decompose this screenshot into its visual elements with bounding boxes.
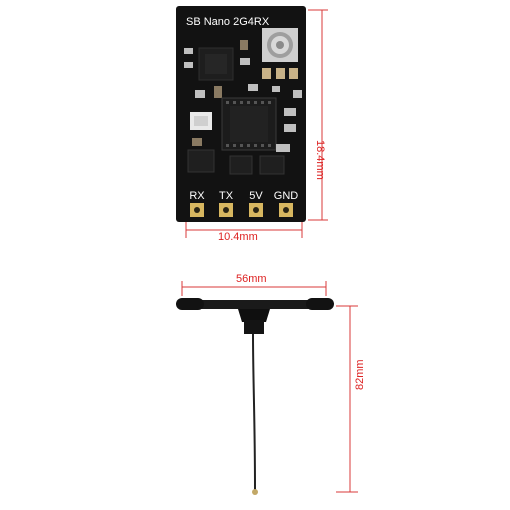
board-title: SB Nano 2G4RX — [186, 16, 270, 28]
dimension-board-width: 10.4mm — [218, 231, 258, 243]
ufl-connector — [262, 28, 298, 62]
pin-label-rx: RX — [189, 190, 205, 202]
board-dimension-lines — [185, 9, 328, 238]
receiver-board: SB Nano 2G4RX — [176, 6, 306, 222]
pin-label-5v: 5V — [249, 190, 263, 202]
dimension-antenna-width: 56mm — [236, 273, 267, 285]
solder-pads — [190, 203, 293, 217]
capacitor — [184, 48, 193, 54]
antenna-dimension-lines — [181, 281, 358, 493]
pin-label-tx: TX — [219, 190, 234, 202]
regulator — [187, 149, 215, 173]
antenna — [176, 298, 334, 495]
dimension-antenna-height: 82mm — [354, 359, 366, 390]
pin-label-gnd: GND — [274, 190, 299, 202]
dimension-board-height: 18.4mm — [314, 140, 326, 180]
mcu-chip — [221, 97, 277, 151]
